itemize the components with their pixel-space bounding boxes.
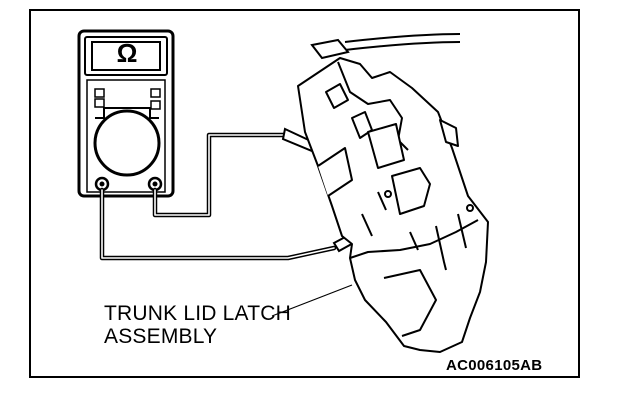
test-lead-wires-inner [101, 134, 335, 259]
figure-frame [29, 9, 580, 378]
figure-code: AC006105AB [446, 357, 543, 374]
callout-label-line-1: TRUNK LID LATCH [104, 302, 291, 325]
latch-cable [310, 33, 461, 60]
latch-assembly-icon [297, 57, 489, 353]
callout-leader [271, 284, 353, 317]
callout-label-line-2: ASSEMBLY [104, 325, 218, 348]
multimeter-icon [77, 29, 175, 198]
ohm-symbol-icon: Ω [116, 38, 138, 68]
